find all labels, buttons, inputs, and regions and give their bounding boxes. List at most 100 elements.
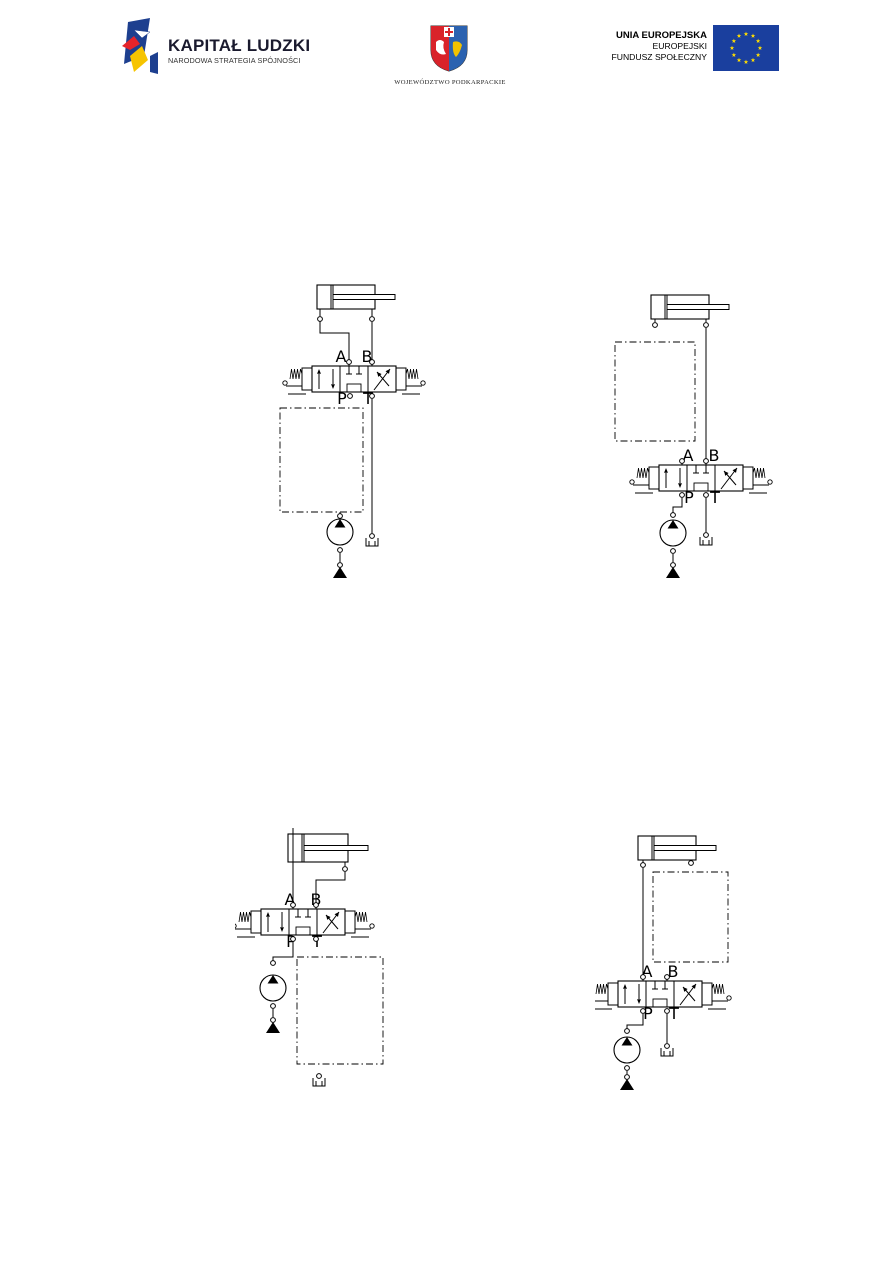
hydraulic-cylinder [287, 833, 369, 863]
eu-star-icon [757, 45, 763, 50]
piston-rod [653, 845, 717, 851]
port-dot [664, 1043, 670, 1049]
port-dot [679, 492, 685, 498]
port-dot [270, 960, 276, 966]
port-label-b: B [362, 347, 373, 366]
valve-actuator-right [344, 910, 375, 938]
port-label-b: B [709, 446, 720, 465]
port-dot [270, 1017, 276, 1023]
port-dot [337, 513, 343, 519]
eu-star-icon [731, 52, 737, 57]
valve-actuator-left [235, 910, 262, 938]
port-dot [369, 533, 375, 539]
actuator-box [607, 982, 619, 1006]
spring-icon [636, 467, 650, 479]
hydraulic-line [672, 498, 683, 513]
lever-knob [726, 995, 732, 1001]
port-label-p: P [684, 488, 694, 507]
spring-icon [595, 983, 609, 995]
pressure-source-icon [620, 1079, 634, 1090]
tank-outline [312, 1078, 326, 1087]
center-bypass [652, 998, 668, 1008]
flow-arrow [385, 369, 390, 374]
port-label-t: T [362, 389, 373, 408]
flow-arrow [280, 927, 284, 932]
hydraulic-cylinder [316, 284, 396, 310]
eu-star-icon [736, 33, 742, 38]
kapital-ludzki-icon [122, 18, 158, 74]
lever-knob [629, 479, 635, 485]
port-dot [347, 393, 353, 399]
pump-icon [259, 974, 287, 1002]
pump-icon [659, 519, 687, 547]
flow-arrow [683, 987, 688, 992]
port-dot [640, 862, 646, 868]
pump-icon [613, 1036, 641, 1064]
center-bypass [295, 926, 311, 936]
port-label-t: T [668, 1004, 679, 1023]
hydraulic-line [315, 872, 346, 903]
hydraulic-cylinder [637, 835, 717, 861]
lever-knob [767, 479, 773, 485]
eu-star-icon [731, 38, 737, 43]
eu-star-icon [743, 59, 749, 64]
actuator-box [395, 367, 407, 391]
port-label-a: A [285, 890, 296, 909]
port-dot [369, 393, 375, 399]
flow-arrow [331, 384, 335, 389]
port-dot [670, 548, 676, 554]
port-dot [688, 860, 694, 866]
piston-rod [303, 845, 369, 851]
port-dot [624, 1074, 630, 1080]
empty-box-placeholder [296, 956, 384, 1065]
port-label-p: P [337, 389, 347, 408]
port-dot [290, 936, 296, 942]
port-dot [342, 866, 348, 872]
spring-icon [289, 368, 303, 380]
port-dot [317, 316, 323, 322]
port-dot [652, 322, 658, 328]
flow-arrow [678, 483, 682, 488]
port-dot [313, 936, 319, 942]
eu-flag-icon [713, 25, 779, 71]
valve-actuator-left [629, 466, 660, 494]
actuator-box [344, 910, 356, 934]
actuator-box [250, 910, 262, 934]
tank-outline [660, 1048, 674, 1057]
pressure-source-icon [666, 567, 680, 578]
port-dot [337, 562, 343, 568]
tank-icon [365, 538, 379, 547]
flow-arrow [732, 468, 737, 473]
spring-icon [238, 911, 252, 923]
center-bypass [693, 482, 709, 492]
eu-star-icon [750, 33, 756, 38]
empty-box-placeholder [652, 871, 729, 963]
lever-knob [235, 923, 237, 929]
port-label-p: P [286, 932, 296, 951]
tank-icon [312, 1078, 326, 1087]
lever-knob [420, 380, 426, 386]
eu-star-icon [729, 45, 735, 50]
flow-arrow [623, 984, 627, 989]
port-dot [624, 1065, 630, 1071]
flow-arrow [637, 999, 641, 1004]
port-dot [369, 316, 375, 322]
port-dot [369, 359, 375, 365]
port-dot [337, 547, 343, 553]
pump-arrow [621, 1037, 633, 1046]
port-dot [624, 1028, 630, 1034]
port-dot [664, 1008, 670, 1014]
port-dot [316, 1073, 322, 1079]
spring-icon [354, 911, 368, 923]
actuator-box [742, 466, 754, 490]
podkarpackie-logo: WOJEWÓDZTWO PODKARPACKIE [385, 22, 515, 90]
port-dot [290, 902, 296, 908]
port-dot [313, 902, 319, 908]
empty-box-placeholder [614, 341, 696, 442]
port-dot [703, 322, 709, 328]
eu-star-icon [736, 57, 742, 63]
spring-icon [752, 467, 766, 479]
tank-outline [365, 538, 379, 547]
